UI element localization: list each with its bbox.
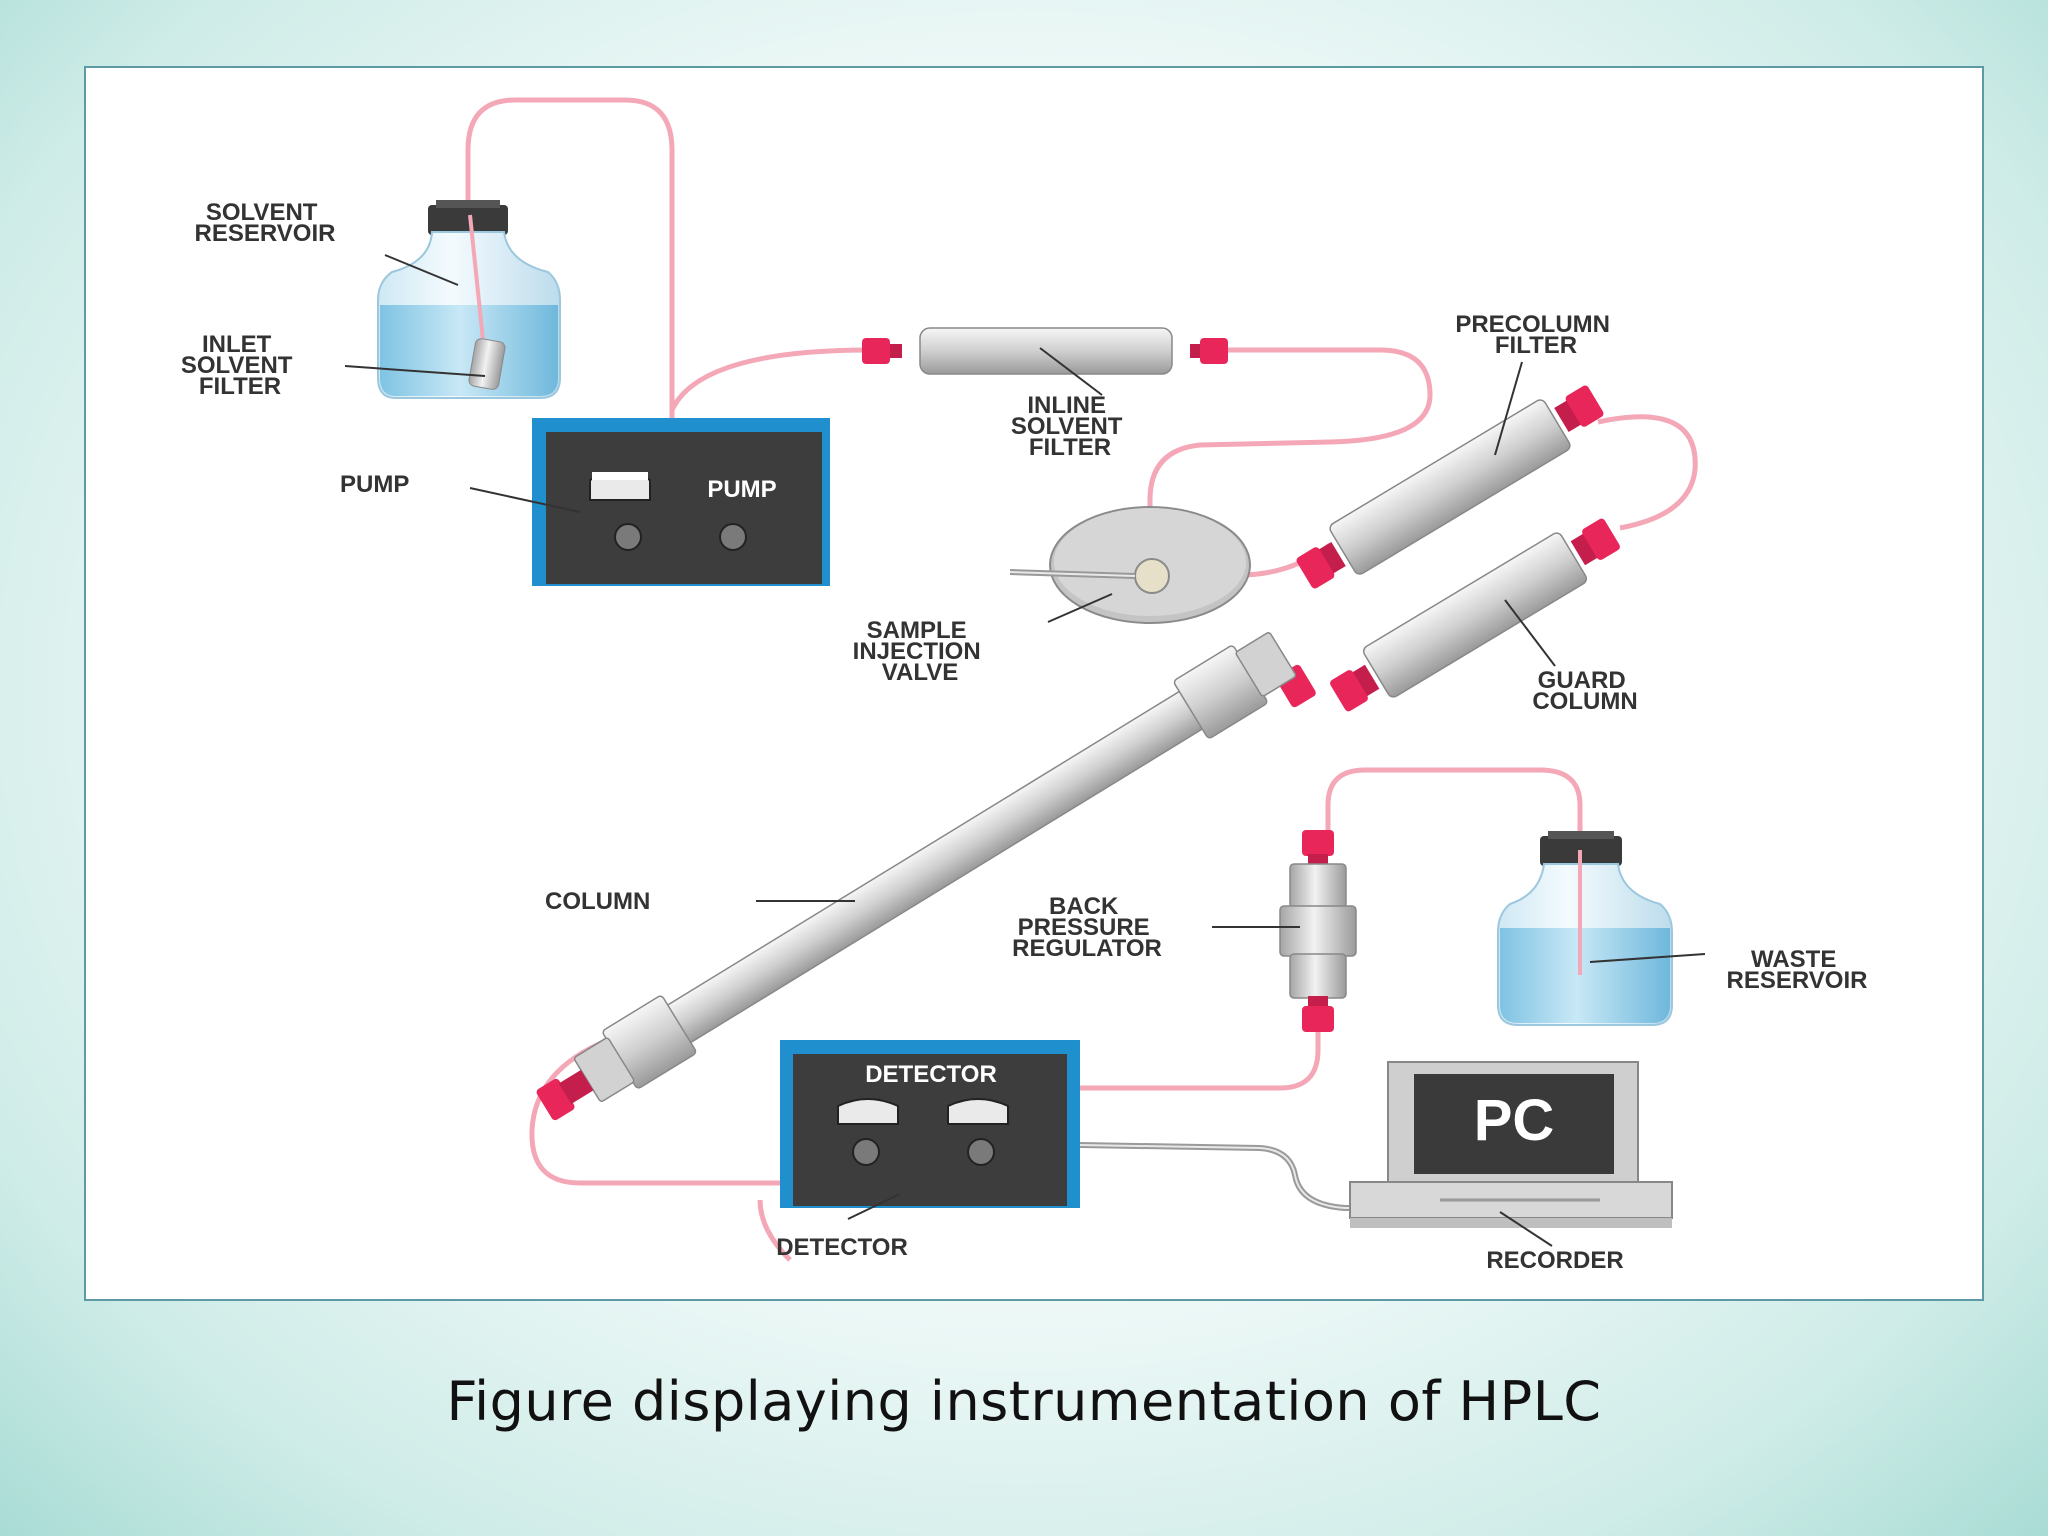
label-waste-reservoir: WASTE RESERVOIR xyxy=(1727,946,1868,994)
pump-panel-label: PUMP xyxy=(707,476,776,503)
precolumn-filter xyxy=(1296,385,1604,589)
leader-lines xyxy=(344,254,1706,1247)
label-recorder: RECORDER xyxy=(1486,1247,1623,1274)
label-sample-injection-valve: SAMPLE INJECTION VALVE xyxy=(853,617,988,686)
waste-reservoir xyxy=(1497,831,1673,1026)
label-precolumn-filter: PRECOLUMN FILTER xyxy=(1455,311,1616,359)
column xyxy=(536,632,1297,1121)
label-guard-column: GUARD COLUMN xyxy=(1532,667,1637,715)
label-inline-solvent-filter: INLINE SOLVENT FILTER xyxy=(1011,392,1129,461)
pc-screen-label: PC xyxy=(1474,1088,1555,1153)
sample-injection-valve xyxy=(1009,506,1251,624)
component-labels: SOLVENT RESERVOIR INLET SOLVENT FILTER P… xyxy=(181,199,1868,1274)
label-column: COLUMN xyxy=(545,888,650,915)
figure-caption: Figure displaying instrumentation of HPL… xyxy=(446,1370,1602,1433)
detector: DETECTOR xyxy=(780,1040,1080,1208)
back-pressure-regulator xyxy=(1279,830,1357,1032)
label-detector: DETECTOR xyxy=(776,1234,908,1261)
inline-solvent-filter xyxy=(862,327,1228,375)
label-back-pressure-regulator: BACK PRESSURE REGULATOR xyxy=(1012,893,1162,962)
solvent-reservoir xyxy=(377,200,561,399)
pump: PUMP xyxy=(532,418,830,586)
pc-recorder: PC xyxy=(1349,1061,1673,1228)
guard-column xyxy=(1276,518,1620,712)
label-solvent-reservoir: SOLVENT RESERVOIR xyxy=(195,199,336,247)
label-inlet-solvent-filter: INLET SOLVENT FILTER xyxy=(181,331,299,400)
detector-panel-label: DETECTOR xyxy=(865,1061,997,1088)
label-pump: PUMP xyxy=(340,471,409,498)
